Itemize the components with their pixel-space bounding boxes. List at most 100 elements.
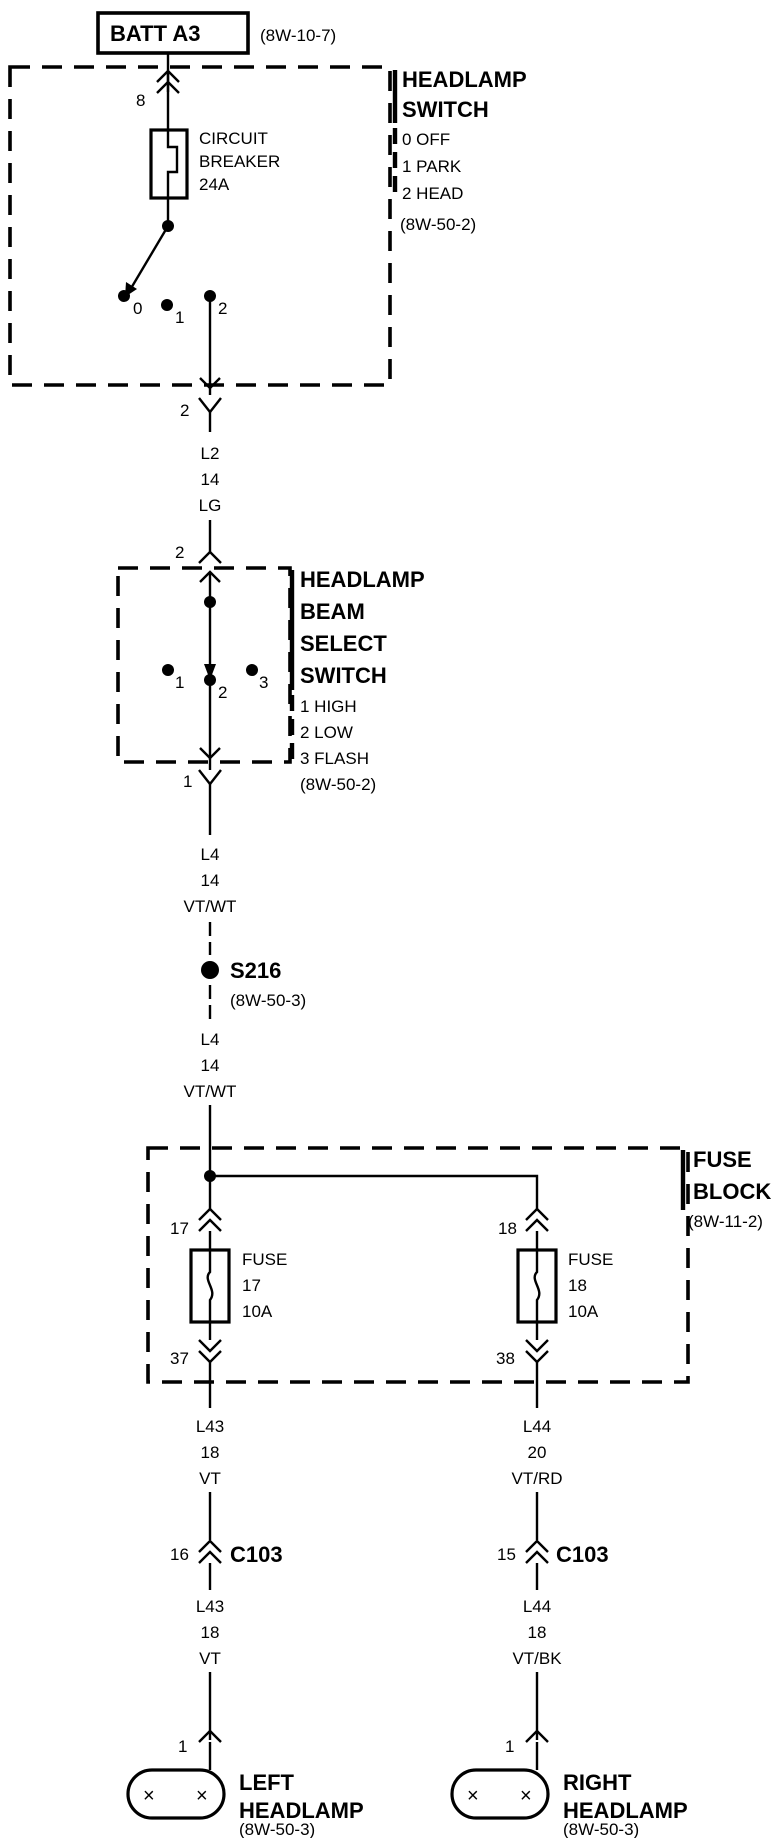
fuse-18-pin-in: 18	[498, 1219, 517, 1238]
fuse-17-pin-out: 37	[170, 1349, 189, 1368]
left-wire-upper-color: VT	[199, 1469, 221, 1488]
right-wire-lower-circuit: L44	[523, 1597, 551, 1616]
circuit-breaker-label-3: 24A	[199, 175, 230, 194]
wire-l4-bottom-gauge: 14	[201, 1056, 220, 1075]
right-branch: L44 20 VT/RD 15 C103 L44 18 VT/BK 1 × × …	[450, 1362, 688, 1838]
splice-s216: S216 (8W-50-3)	[201, 958, 306, 1020]
circuit-breaker-element	[166, 130, 179, 198]
right-wire-upper-circuit: L44	[523, 1417, 551, 1436]
circuit-breaker-label-1: CIRCUIT	[199, 129, 268, 148]
headlamp-switch-term-0-label: 0	[133, 299, 142, 318]
left-wire-lower-circuit: L43	[196, 1597, 224, 1616]
headlamp-switch-blade	[128, 225, 170, 291]
beam-select-term-2-label: 2	[218, 683, 227, 702]
headlamp-switch-terminal-1	[161, 299, 173, 311]
connector-symbol-pin-38	[525, 1339, 549, 1364]
splice-s216-label: S216	[230, 958, 281, 983]
right-wire-upper-color: VT/RD	[512, 1469, 563, 1488]
right-headlamp-title-2: HEADLAMP	[563, 1798, 688, 1823]
connector-symbol-beam-in	[198, 550, 222, 564]
wire-l4-bottom: L4 14 VT/WT	[184, 1030, 237, 1175]
right-headlamp-title-1: RIGHT	[563, 1770, 632, 1795]
batt-label-box	[96, 11, 250, 55]
beam-select-pos-flash: 3 FLASH	[300, 749, 369, 768]
beam-select-term-3-label: 3	[259, 673, 268, 692]
left-headlamp-x-2: ×	[196, 1785, 208, 1807]
headlamp-switch-terminal-0	[118, 290, 130, 302]
headlamp-switch-title-1: HEADLAMP	[402, 67, 527, 92]
wire-l4-bottom-color: VT/WT	[184, 1082, 237, 1101]
fuse-block-ref: (8W-11-2)	[688, 1212, 763, 1231]
fuse-17-pin-in: 17	[170, 1219, 189, 1238]
fuse-block-bus	[210, 1174, 539, 1210]
fuse-17-element	[206, 1250, 214, 1322]
headlamp-switch-boundary	[8, 65, 392, 387]
beam-select-blade-tip	[204, 664, 216, 680]
left-headlamp-x-1: ×	[143, 1785, 155, 1807]
right-headlamp-ref: (8W-50-3)	[563, 1820, 639, 1838]
beam-select-title-3: SELECT	[300, 631, 387, 656]
right-headlamp-x-2: ×	[520, 1785, 532, 1807]
fuse-17-rating: 10A	[242, 1302, 273, 1321]
left-headlamp-title-2: HEADLAMP	[239, 1798, 364, 1823]
beam-select-pos-low: 2 LOW	[300, 723, 353, 742]
splice-s216-ref: (8W-50-3)	[230, 991, 306, 1010]
left-lamp-connector-symbol	[198, 1729, 222, 1743]
headlamp-switch: HEADLAMP SWITCH 0 OFF 1 PARK 2 HEAD (8W-…	[8, 65, 527, 420]
left-wire-lower-color: VT	[199, 1649, 221, 1668]
wire-l4-top-circuit: L4	[201, 845, 220, 864]
headlamp-switch-pos-off: 0 OFF	[402, 130, 450, 149]
right-wire-lower-color: VT/BK	[512, 1649, 562, 1668]
left-lamp-pin: 1	[178, 1737, 187, 1756]
fuse-18-element	[533, 1250, 541, 1322]
left-wire-upper-gauge: 18	[201, 1443, 220, 1462]
fuse-block-boundary	[146, 1146, 690, 1384]
left-headlamp-title-1: LEFT	[239, 1770, 295, 1795]
beam-select-pin-out: 1	[183, 772, 192, 791]
beam-select-term-1-label: 1	[175, 673, 184, 692]
battery-feed: BATT A3 (8W-10-7)	[96, 11, 336, 92]
left-branch: L43 18 VT 16 C103 L43 18 VT 1 × × LEFT H…	[126, 1362, 364, 1838]
wire-l4-top-gauge: 14	[201, 871, 220, 890]
right-headlamp-symbol	[450, 1768, 550, 1820]
right-wire-upper-gauge: 20	[528, 1443, 547, 1462]
wire-l2-circuit: L2	[201, 444, 220, 463]
connector-c103-left-pin: 16	[170, 1545, 189, 1564]
beam-select-title-2: BEAM	[300, 599, 365, 624]
headlamp-switch-pos-head: 2 HEAD	[402, 184, 463, 203]
right-lamp-pin: 1	[505, 1737, 514, 1756]
left-headlamp-symbol	[126, 1768, 226, 1820]
headlamp-switch-term-2-label: 2	[218, 299, 227, 318]
beam-select-switch: 2 1 2 3 1 HEADLAMP BEAM SELECT SWITCH 1 …	[116, 543, 425, 794]
headlamp-switch-pin-in: 8	[136, 91, 145, 110]
wire-l2-gauge: 14	[201, 470, 220, 489]
headlamp-switch-pos-park: 1 PARK	[402, 157, 462, 176]
left-wire-lower-gauge: 18	[201, 1623, 220, 1642]
wire-l2: L2 14 LG	[199, 412, 222, 552]
headlamp-switch-ref: (8W-50-2)	[400, 215, 476, 234]
batt-ref: (8W-10-7)	[260, 26, 336, 45]
fuse-17-number: 17	[242, 1276, 261, 1295]
batt-label: BATT A3	[110, 21, 200, 46]
headlamp-switch-pin-out: 2	[180, 401, 189, 420]
connector-c103-right-name: C103	[556, 1542, 609, 1567]
connector-c103-right-symbol	[525, 1539, 549, 1564]
connector-symbol-pin-37	[198, 1339, 222, 1364]
right-lamp-connector-symbol	[525, 1729, 549, 1743]
beam-select-pin-in: 2	[175, 543, 184, 562]
left-headlamp-ref: (8W-50-3)	[239, 1820, 315, 1838]
right-wire-lower-gauge: 18	[528, 1623, 547, 1642]
beam-select-pos-high: 1 HIGH	[300, 697, 357, 716]
fuse-18-rating: 10A	[568, 1302, 599, 1321]
fuse-17-label: FUSE	[242, 1250, 287, 1269]
wire-l4-bottom-circuit: L4	[201, 1030, 220, 1049]
fuse-18-pin-out: 38	[496, 1349, 515, 1368]
splice-s216-dot	[201, 961, 219, 979]
circuit-breaker-label-2: BREAKER	[199, 152, 280, 171]
wire-l2-color: LG	[199, 496, 222, 515]
beam-select-ref: (8W-50-2)	[300, 775, 376, 794]
connector-c103-right-pin: 15	[497, 1545, 516, 1564]
beam-select-terminal-3	[246, 664, 258, 676]
fuse-18-label: FUSE	[568, 1250, 613, 1269]
